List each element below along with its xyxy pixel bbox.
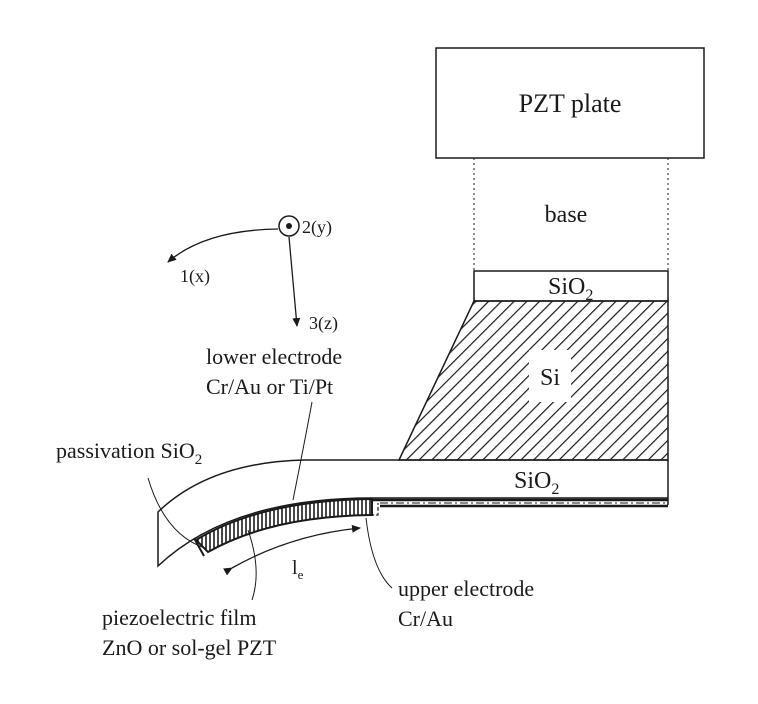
sio2-bottom-label: SiO2: [514, 468, 559, 498]
pzt-plate-label: PZT plate: [519, 89, 622, 118]
length-arrow: [223, 524, 361, 576]
axis-x-label: 1(x): [180, 266, 210, 287]
axis-x-arrow: [167, 228, 279, 263]
axis-y-circle: [278, 215, 300, 237]
passivation-leader: [147, 477, 206, 549]
sio2-top-label: SiO2: [548, 274, 593, 304]
lower-electrode-leader: [292, 401, 313, 501]
sio2-cantilever-layer: [157, 459, 668, 568]
piezo-leader: [247, 529, 257, 601]
axis-z-arrow: [288, 236, 301, 327]
length-label: le: [292, 557, 304, 582]
film-left-cap: [193, 537, 205, 557]
si-label: Si: [540, 365, 560, 391]
axis-z-label: 3(z): [309, 313, 338, 334]
pzt-plate-box: [435, 47, 705, 159]
axis-y-label: 2(y): [302, 217, 332, 238]
lower-electrode-label-2: Cr/Au or Ti/Pt: [206, 374, 333, 399]
base-label: base: [545, 202, 588, 228]
axis-y-dot: [286, 223, 292, 229]
upper-electrode-leader: [365, 517, 393, 589]
si-label-bg: [529, 350, 571, 402]
upper-electrode-label-2: Cr/Au: [398, 606, 453, 631]
piezo-label-1: piezoelectric film: [102, 605, 257, 630]
upper-electrode-label-1: upper electrode: [398, 576, 534, 601]
piezo-label-2: ZnO or sol-gel PZT: [102, 635, 277, 660]
passivation-label: passivation SiO2: [56, 438, 202, 468]
lower-electrode-label-1: lower electrode: [206, 344, 342, 369]
